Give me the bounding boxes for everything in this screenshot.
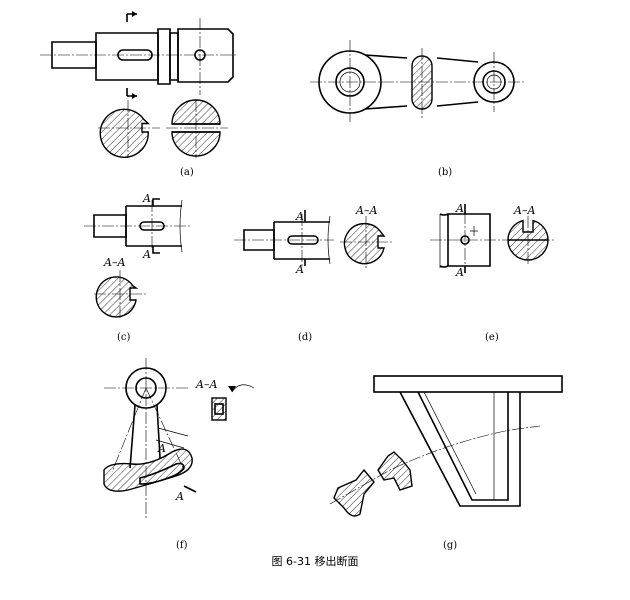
- mark-d-a-bottom: A: [295, 263, 304, 276]
- label-c: (c): [117, 332, 131, 343]
- mark-f-a-1: A: [157, 442, 166, 455]
- mark-d-a-top: A: [295, 210, 304, 223]
- title-d-aa: A–A: [355, 204, 377, 217]
- view-d: A A A–A (d): [234, 204, 392, 343]
- view-e: A A A–A (e): [430, 202, 554, 343]
- label-d: (d): [298, 332, 312, 343]
- mark-f-a-2: A: [175, 490, 184, 503]
- figure-caption: 图 6-31 移出断面: [271, 555, 359, 568]
- label-b: (b): [438, 167, 452, 178]
- mark-c-a-top: A: [142, 192, 151, 205]
- view-b: (b): [310, 40, 525, 178]
- label-g: (g): [443, 540, 457, 551]
- label-e: (e): [485, 332, 499, 343]
- label-f: (f): [176, 540, 188, 551]
- title-f-aa: A–A: [195, 378, 217, 391]
- mark-c-a-bottom: A: [142, 248, 151, 261]
- mark-e-a-top: A: [455, 202, 464, 215]
- title-e-aa: A–A: [513, 204, 535, 217]
- view-f: A A A–A (f): [103, 358, 255, 551]
- mark-e-a-bottom: A: [455, 266, 464, 279]
- label-a: (a): [180, 167, 194, 178]
- view-a: (a): [40, 11, 238, 178]
- view-c: A A A–A (c): [84, 192, 192, 343]
- view-g: (g): [329, 375, 563, 551]
- title-c-aa: A–A: [103, 256, 125, 269]
